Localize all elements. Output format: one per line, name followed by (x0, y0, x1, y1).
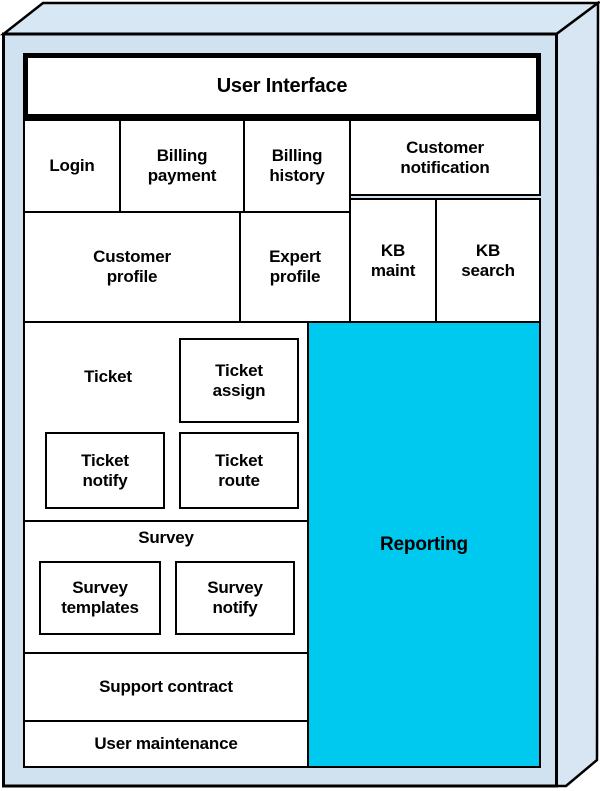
frame-side-face (555, 0, 600, 788)
module-user-interface: User Interface (23, 53, 541, 119)
module-expert-profile: Expert profile (239, 211, 351, 323)
module-label: Survey notify (207, 578, 263, 617)
module-ticket-notify: Ticket notify (45, 432, 165, 509)
frame-top-face (0, 1, 600, 36)
module-label: Billing history (269, 146, 325, 185)
module-kb-maint: KB maint (349, 198, 437, 323)
module-user-maintenance: User maintenance (23, 720, 309, 768)
module-customer-notification: Customer notification (349, 119, 541, 196)
module-label: KB search (461, 240, 515, 280)
module-label: KB maint (370, 240, 416, 280)
module-label: Support contract (99, 677, 233, 697)
module-login: Login (23, 119, 121, 213)
module-billing-history: Billing history (243, 119, 351, 213)
module-label: User Interface (216, 74, 348, 97)
module-kb-search: KB search (435, 198, 541, 323)
module-label: Ticket route (215, 450, 263, 490)
module-label: Billing payment (147, 146, 217, 185)
module-label: Customer notification (400, 137, 490, 177)
module-ticket-label: Ticket (84, 367, 132, 386)
module-label: Ticket notify (81, 450, 129, 490)
module-billing-payment: Billing payment (119, 119, 245, 213)
module-customer-profile: Customer profile (23, 211, 241, 323)
module-label: Ticket assign (212, 360, 266, 400)
module-support-contract: Support contract (23, 652, 309, 722)
module-ticket-route: Ticket route (179, 432, 299, 509)
module-label: Reporting (380, 533, 468, 555)
module-label: Customer profile (93, 247, 171, 286)
module-reporting: Reporting (307, 321, 541, 768)
module-label: Login (49, 156, 95, 176)
module-label: User maintenance (94, 734, 238, 754)
module-ticket-assign: Ticket assign (179, 338, 299, 423)
module-label: Expert profile (269, 247, 321, 286)
module-survey-notify: Survey notify (175, 561, 295, 635)
module-survey-templates: Survey templates (39, 561, 161, 635)
module-survey-label: Survey (138, 528, 194, 547)
module-label: Survey templates (61, 578, 139, 617)
